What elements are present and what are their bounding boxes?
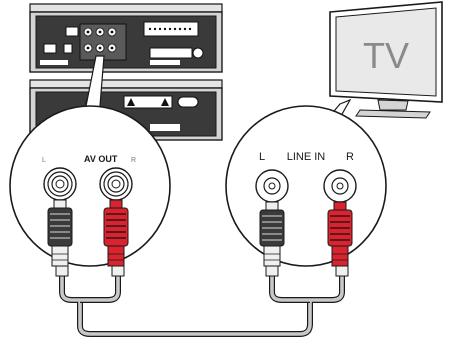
av-out-callout: AV OUT L R: [9, 105, 171, 277]
av-out-right-mark: R: [131, 157, 136, 164]
tv-label: TV: [363, 35, 409, 76]
line-in-callout: L LINE IN R: [225, 105, 387, 277]
rca-jack-icon: [255, 169, 289, 203]
line-in-label: LINE IN: [287, 151, 326, 163]
line-in-right-mark: R: [346, 151, 354, 163]
tv-icon: TV: [329, 1, 443, 119]
av-out-left-mark: L: [42, 157, 46, 164]
rca-plug-icon: [103, 199, 129, 277]
rca-jack-icon: [99, 167, 133, 201]
rca-jack-icon: [323, 169, 357, 203]
line-in-left-mark: L: [259, 151, 265, 163]
rca-plug-icon: [47, 199, 73, 277]
av-out-label: AV OUT: [84, 154, 118, 164]
top-unit: [29, 3, 223, 73]
device-stack-icon: [29, 3, 223, 181]
rca-plug-icon: [327, 201, 353, 277]
av-cable: [59, 276, 345, 337]
rca-plug-icon: [259, 201, 285, 277]
rca-jack-icon: [43, 167, 77, 201]
